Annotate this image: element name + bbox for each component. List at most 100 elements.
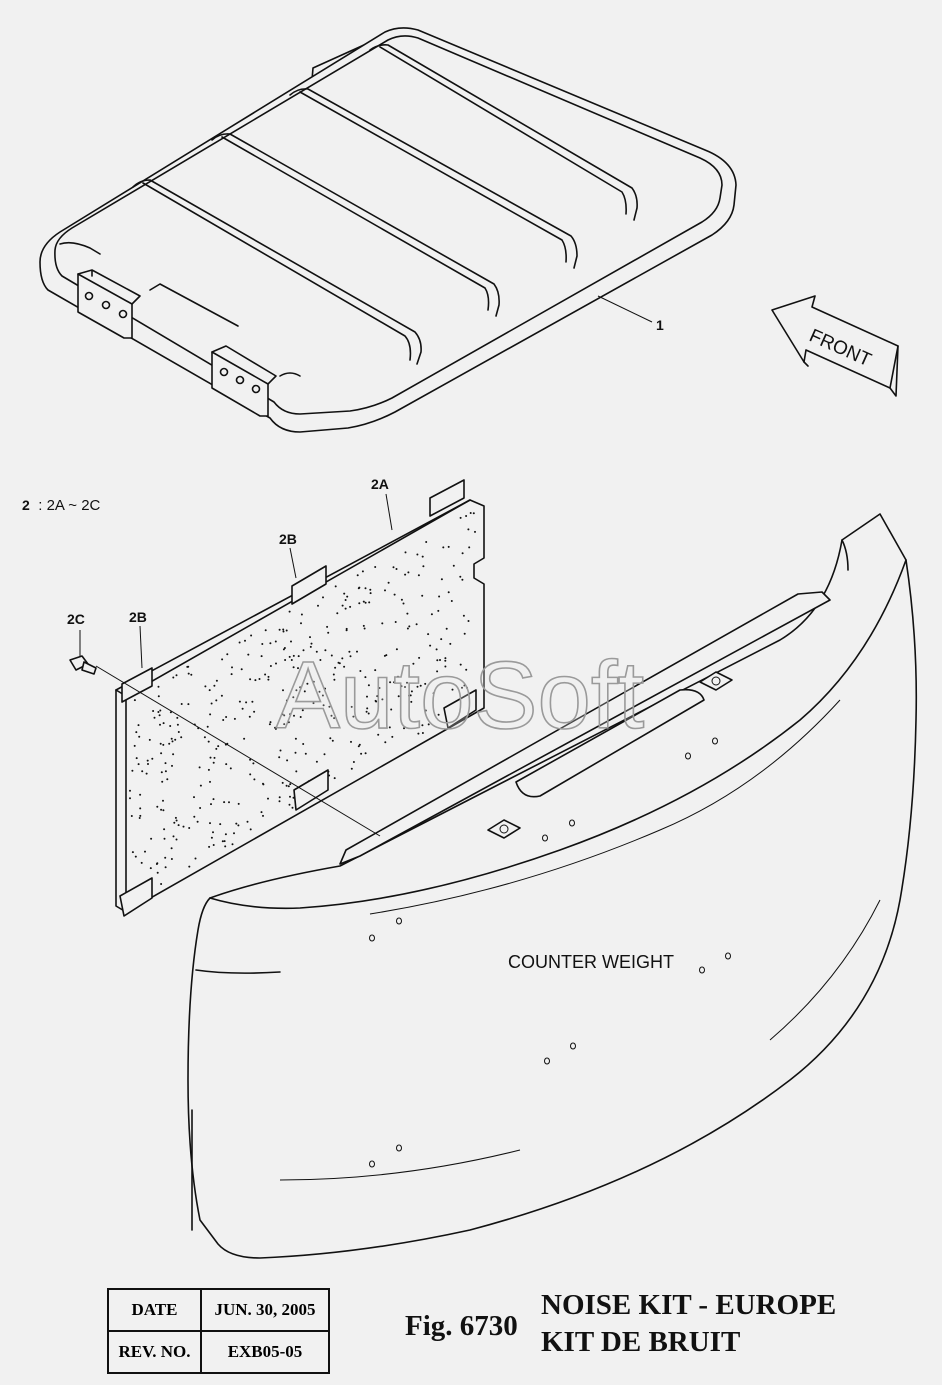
perforation-dot (284, 659, 287, 661)
perforation-dot (224, 833, 227, 836)
bolt-2c (69, 655, 97, 675)
perforation-dot (472, 512, 475, 515)
perforation-dot (213, 756, 216, 759)
perforation-dot (462, 614, 465, 617)
perforation-dot (228, 801, 230, 804)
counter-weight (187, 513, 918, 1259)
perforation-dot (222, 719, 225, 721)
perforation-dot (369, 588, 372, 591)
perforation-dot (395, 648, 398, 651)
perforation-dot (139, 807, 142, 810)
perforation-dot (318, 690, 321, 693)
perforation-dot (452, 564, 455, 567)
perforation-dot (144, 850, 146, 853)
perforation-dot (177, 824, 180, 827)
perforation-dot (326, 625, 329, 628)
perforation-dot (450, 600, 453, 602)
perforation-dot (364, 587, 367, 590)
perforation-dot (170, 847, 173, 850)
perforation-dot (282, 689, 284, 692)
perforation-dot (343, 665, 346, 668)
engine-cover-part-1 (39, 27, 737, 433)
date-value: JUN. 30, 2005 (200, 1288, 330, 1332)
perforation-dot (459, 663, 462, 666)
perforation-dot (417, 732, 420, 735)
perforation-dot (294, 737, 297, 740)
perforation-dot (333, 777, 336, 780)
perforation-dot (444, 659, 447, 662)
perforation-dot (415, 623, 418, 626)
perforation-dot (264, 629, 267, 632)
perforation-dot (223, 801, 226, 804)
perforation-dot (388, 726, 391, 729)
perforation-dot (172, 835, 175, 838)
perforation-dot (416, 553, 419, 556)
perforation-dot (442, 546, 445, 549)
perforation-dot (352, 715, 355, 718)
perforation-dot (244, 639, 246, 642)
perforation-dot (187, 665, 190, 668)
perforation-dot (387, 581, 390, 584)
perforation-dot (421, 555, 424, 558)
perforation-dot (156, 805, 159, 808)
perforation-dot (436, 670, 439, 673)
front-direction-arrow: FRONT (771, 295, 899, 397)
perforation-dot (215, 679, 218, 682)
perforation-dot (135, 731, 138, 734)
perforation-dot (253, 710, 256, 713)
perforation-dot (385, 654, 388, 657)
date-label: DATE (107, 1288, 202, 1332)
perforation-dot (292, 654, 295, 657)
perforation-dot (374, 699, 377, 702)
perforation-dot (438, 595, 441, 598)
perforation-dot (285, 699, 288, 702)
perforation-dot (133, 744, 136, 747)
perforation-dot (159, 742, 162, 745)
perforation-dot (309, 636, 311, 639)
perforation-dot (344, 607, 347, 610)
perforation-dot (153, 716, 156, 719)
perforation-dot (429, 644, 432, 647)
perforation-dot (436, 659, 439, 662)
perforation-dot (333, 717, 336, 720)
perforation-dot (432, 692, 435, 695)
perforation-dot (440, 578, 443, 581)
perforation-dot (291, 806, 294, 809)
perforation-dot (364, 601, 367, 604)
perforation-dot (310, 642, 313, 645)
perforation-dot (389, 681, 392, 684)
perforation-dot (437, 609, 440, 612)
perforation-dot (175, 674, 178, 677)
perforation-dot (252, 762, 255, 765)
perforation-dot (249, 773, 252, 776)
perforation-dot (285, 629, 288, 632)
perforation-dot (251, 700, 254, 703)
perforation-dot (463, 632, 466, 635)
perforation-dot (445, 627, 448, 630)
perforation-dot (241, 707, 244, 710)
perforation-dot (358, 586, 361, 589)
perforation-dot (332, 673, 335, 676)
perforation-dot (459, 575, 462, 578)
perforation-dot (369, 592, 372, 595)
perforation-dot (357, 745, 360, 748)
perforation-dot (286, 759, 289, 762)
perforation-dot (207, 768, 210, 771)
perforation-dot (173, 821, 176, 824)
perforation-dot (240, 668, 243, 671)
perforation-dot (212, 761, 215, 764)
perforation-dot (278, 756, 281, 759)
perforation-dot (281, 781, 284, 784)
perforation-dot (134, 855, 137, 858)
perforation-dot (421, 594, 424, 597)
perforation-dot (149, 867, 152, 870)
perforation-dot (137, 763, 140, 766)
perforation-dot (139, 814, 142, 817)
perforation-dot (321, 694, 324, 697)
perforation-dot (469, 512, 472, 514)
perforation-dot (278, 796, 281, 799)
perforation-dot (368, 601, 371, 604)
perforation-dot (400, 598, 403, 601)
perforation-dot (331, 739, 334, 742)
perforation-dot (404, 573, 407, 576)
